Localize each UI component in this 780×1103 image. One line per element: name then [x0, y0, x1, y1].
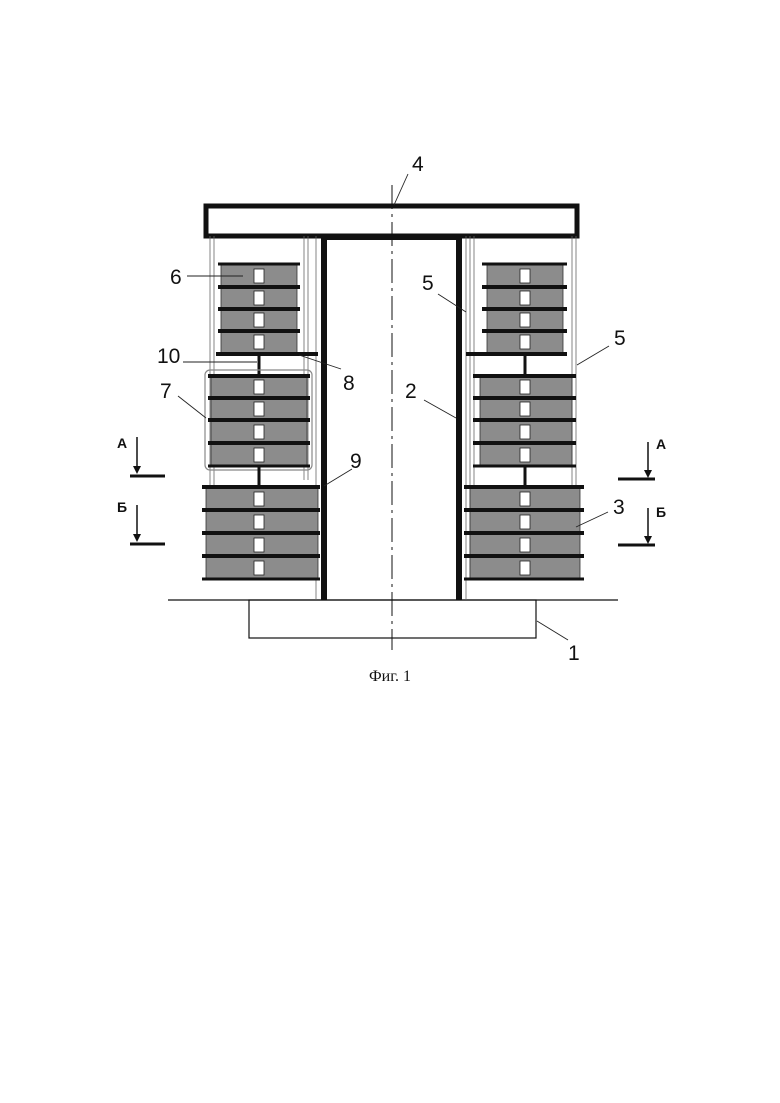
section-marker-b-left — [130, 505, 165, 544]
label-5-left: 5 — [422, 272, 434, 295]
winding-left-middle — [205, 370, 312, 470]
label-10: 10 — [157, 345, 180, 368]
section-label-b-left: Б — [117, 499, 127, 515]
section-label-b-right: Б — [656, 504, 666, 520]
section-marker-a-right — [618, 442, 655, 479]
winding-right-lower — [464, 487, 584, 580]
label-1: 1 — [568, 642, 580, 665]
foundation — [168, 600, 618, 638]
label-8: 8 — [343, 372, 355, 395]
label-6: 6 — [170, 266, 182, 289]
label-2: 2 — [405, 380, 417, 403]
winding-right-middle — [473, 376, 576, 467]
label-5-right: 5 — [614, 327, 626, 350]
winding-left-upper — [216, 264, 318, 354]
label-9: 9 — [350, 450, 362, 473]
winding-right-upper — [466, 264, 567, 354]
section-label-a-left: А — [117, 435, 127, 451]
label-3: 3 — [613, 496, 625, 519]
label-4: 4 — [412, 153, 424, 176]
section-marker-a-left — [130, 437, 165, 476]
figure-caption: Фиг. 1 — [0, 668, 780, 686]
winding-left-lower — [202, 487, 320, 580]
label-7: 7 — [160, 380, 172, 403]
section-label-a-right: А — [656, 436, 666, 452]
